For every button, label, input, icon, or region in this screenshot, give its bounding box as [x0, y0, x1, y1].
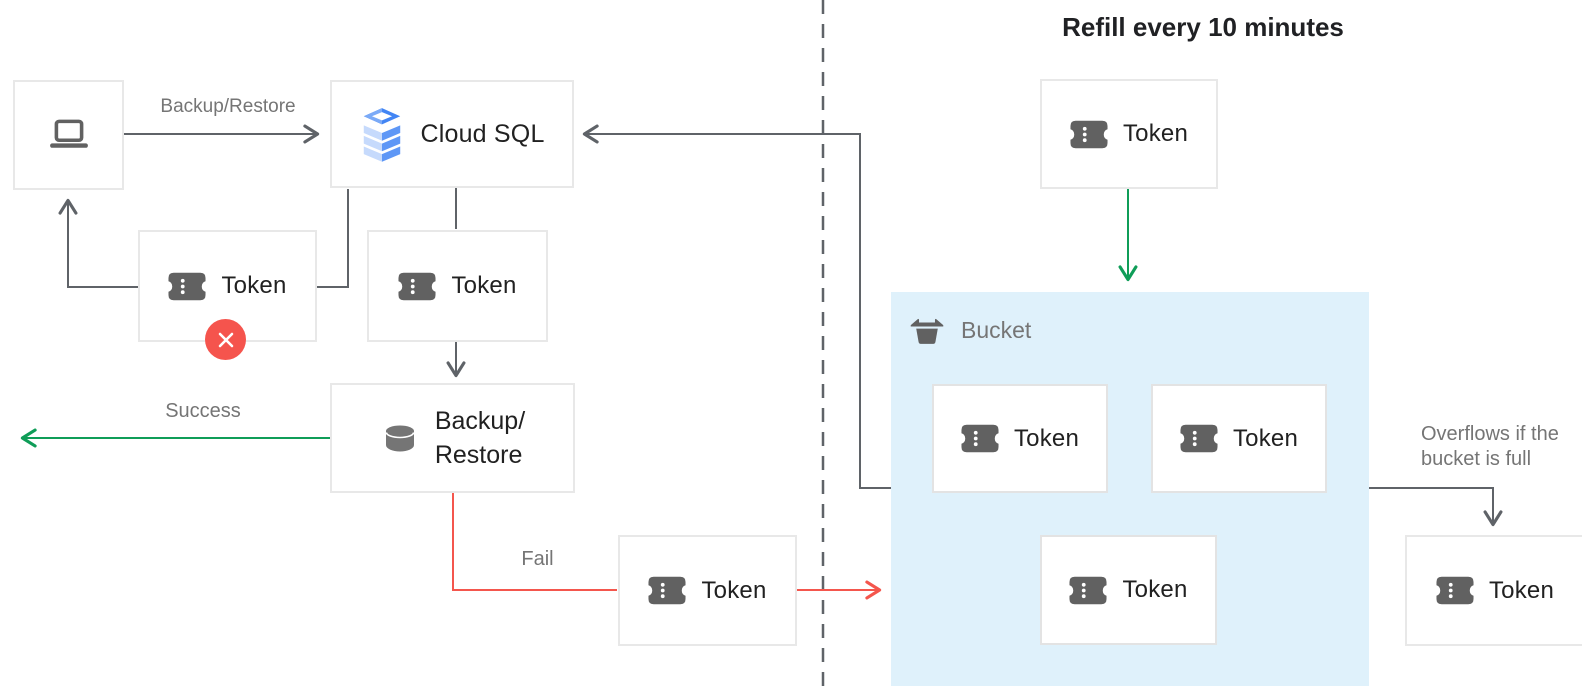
backup-restore-label-line1: Backup/: [434, 406, 526, 435]
ticket-icon: [1070, 120, 1108, 148]
ticket-icon: [168, 272, 206, 300]
overflow-label-line2: bucket is full: [1421, 448, 1532, 470]
bucket-icon: [910, 318, 944, 344]
ticket-icon: [648, 576, 686, 605]
ticket-icon: [1069, 576, 1107, 604]
refill-title: Refill every 10 minutes: [1062, 12, 1344, 42]
token-label: Token: [1122, 576, 1188, 603]
fail-token-node: Token: [618, 535, 797, 646]
overflow-token-node: Token: [1405, 535, 1582, 646]
client-node: [13, 80, 124, 190]
token-label: Token: [1488, 576, 1555, 604]
cloud-sql-icon: [364, 108, 401, 162]
error-badge: [205, 319, 246, 360]
ticket-icon: [1436, 576, 1474, 605]
wire-fail: [452, 493, 617, 591]
overflow-label: Overflows if the bucket is full: [1421, 422, 1559, 472]
token-label: Token: [1013, 424, 1080, 452]
backup-restore-node: Backup/ Restore: [330, 383, 575, 493]
wire-token-to-cloudsql: [317, 189, 349, 288]
token-label: Token: [701, 576, 767, 604]
ticket-icon: [961, 424, 999, 453]
ticket-icon: [1180, 424, 1218, 453]
bucket-token-1: Token: [932, 384, 1108, 493]
laptop-icon: [49, 119, 88, 148]
refill-token-node: Token: [1040, 79, 1218, 189]
backup-restore-label-line2: Restore: [434, 441, 523, 469]
token-label: Token: [451, 272, 517, 299]
token-label: Token: [221, 272, 287, 299]
bucket-label: Bucket: [961, 316, 1032, 343]
token-label: Token: [1122, 120, 1189, 147]
cloud-sql-node: Cloud SQL: [330, 80, 574, 188]
cloud-sql-label: Cloud SQL: [420, 119, 545, 148]
x-circle-icon: [218, 332, 233, 347]
wire-bucket-to-cloudsql: [582, 124, 891, 489]
wire-token-to-client: [58, 198, 138, 288]
cloudsql-token-node: Token: [367, 230, 548, 342]
bucket-token-2: Token: [1151, 384, 1327, 493]
ticket-icon: [398, 272, 436, 300]
overflow-label-line1: Overflows if the: [1421, 423, 1559, 445]
success-label: Success: [165, 400, 241, 422]
bucket-token-3: Token: [1040, 535, 1217, 645]
fail-label: Fail: [521, 548, 554, 570]
bucket-caption: Bucket: [909, 315, 1031, 345]
backup-restore-arrow-label: Backup/Restore: [160, 96, 296, 117]
wire-overflow: [1369, 487, 1503, 527]
backup-restore-label: Backup/ Restore: [435, 404, 525, 473]
token-label: Token: [1232, 424, 1299, 452]
database-icon: [385, 425, 415, 451]
